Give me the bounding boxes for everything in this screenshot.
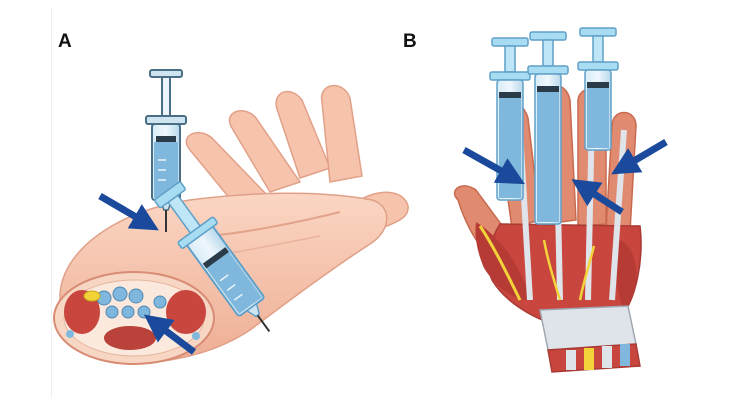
- arrow-icon: [571, 179, 624, 215]
- panel-label-b: B: [403, 31, 417, 52]
- arrow-icon: [143, 314, 197, 355]
- syringe-icon: [154, 181, 271, 333]
- figure-border: [51, 8, 52, 398]
- arrow-icon: [611, 138, 668, 175]
- panel-label-a: A: [58, 31, 72, 52]
- syringe-icon: [527, 31, 569, 225]
- syringe-icon: [577, 27, 619, 151]
- arrow-icon: [462, 146, 525, 185]
- panel-b-illustration: [453, 27, 668, 373]
- arrow-icon: [98, 192, 159, 231]
- panel-a-illustration: [53, 69, 409, 365]
